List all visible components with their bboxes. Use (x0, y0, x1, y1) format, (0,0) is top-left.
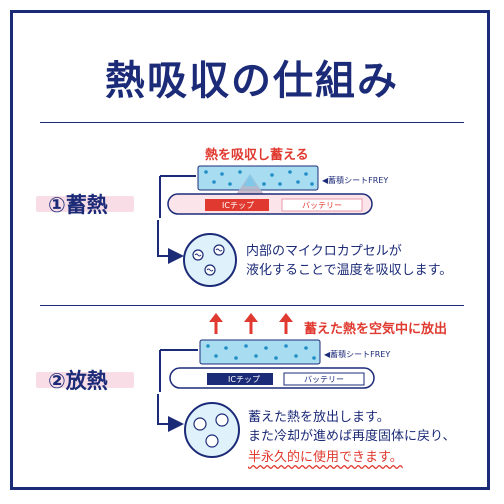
step1-desc-line2: 液化することで温度を吸収します。 (246, 263, 453, 278)
sheet-label-1: ◀蓄積シートFREY (322, 176, 389, 185)
step1-desc-line1: 内部のマイクロカプセルが (246, 244, 402, 259)
step2-desc-line2: また冷却が進めば再度固体に戻り、 (248, 429, 456, 444)
step2-desc-line1: 蓄えた熱を放出します。 (248, 410, 390, 425)
sheet-dots-2 (206, 344, 316, 360)
outer-frame (10, 10, 490, 490)
sheet-dots-1 (204, 170, 314, 186)
solid-capsules-2 (193, 413, 229, 448)
step1-label-highlight (36, 196, 134, 212)
microcapsule-view-2 (184, 402, 240, 458)
flow-arrow-1 (157, 220, 184, 264)
step1-heading: 熱を吸収し蓄える (205, 148, 309, 163)
top-divider (40, 122, 464, 123)
battery-1 (281, 198, 363, 212)
step2-label-highlight (36, 372, 134, 388)
sheet-label-2: ◀蓄積シートFREY (324, 350, 391, 359)
ic-chip-2 (207, 373, 273, 385)
device-edge-1 (159, 175, 196, 218)
chip-label-1: ICチップ (222, 201, 254, 210)
battery-2 (283, 372, 365, 386)
step2-heading: 蓄えた熱を空気中に放出 (304, 322, 448, 337)
heat-release-arrows (209, 313, 293, 334)
step1-label: ①蓄熱 (48, 193, 108, 217)
battery-label-1: バッテリー (302, 201, 342, 210)
middle-divider (40, 305, 464, 306)
step2-desc-line3: 半永久的に使用できます。 (248, 450, 403, 465)
battery-label-2: バッテリー (304, 375, 344, 384)
chip-label-2: ICチップ (228, 375, 260, 384)
flow-arrow-2 (157, 394, 184, 432)
page-title: 熱吸収の仕組み (105, 58, 399, 104)
ic-chip-1 (205, 199, 269, 211)
step2-label: ②放熱 (48, 369, 108, 393)
device-edge-2 (159, 349, 198, 392)
heat-arrow-1 (244, 176, 256, 186)
heat-storage-sheet-2 (199, 339, 321, 365)
microcapsule-view-1 (183, 233, 237, 287)
